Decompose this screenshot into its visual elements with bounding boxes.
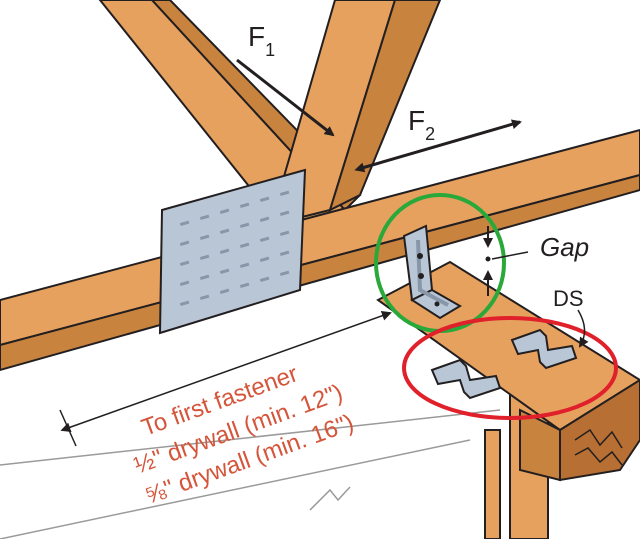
gap-indicator <box>483 226 529 296</box>
highlight-circle-red <box>402 316 618 420</box>
vertical-post-left <box>484 429 501 539</box>
drywall-clip-left <box>430 358 502 400</box>
gap-label: Gap <box>540 232 589 262</box>
ds-indicator <box>577 309 589 348</box>
drywall-clip-right <box>510 328 578 370</box>
connector-plate <box>158 168 307 335</box>
f2-label: F2 <box>408 105 435 144</box>
f1-label: F1 <box>248 21 275 60</box>
angle-clip <box>402 224 462 320</box>
f2-arrow-icon <box>354 119 522 173</box>
ds-label: DS <box>553 286 584 311</box>
f1-arrow-icon <box>236 58 335 137</box>
dimension-line <box>59 310 392 447</box>
